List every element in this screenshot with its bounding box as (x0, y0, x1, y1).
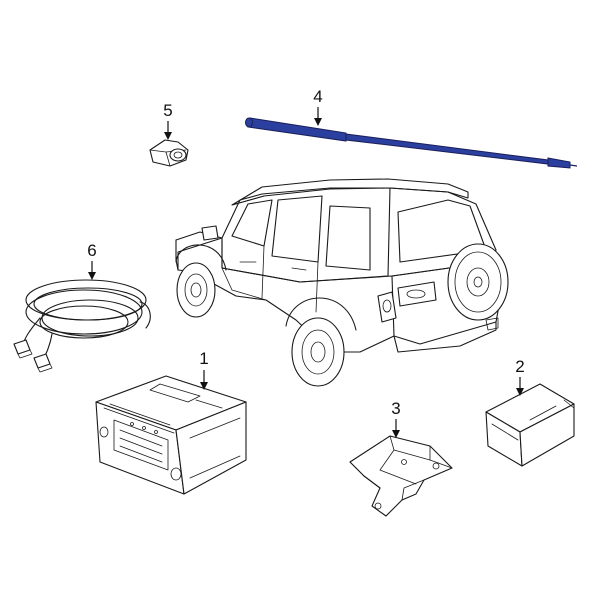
callout-label-6: 6 (87, 241, 96, 260)
callout-label-1: 1 (199, 349, 208, 368)
callout-4: 4 (313, 87, 323, 126)
callout-label-5: 5 (163, 101, 172, 120)
callout-3: 3 (391, 399, 401, 438)
callout-label-3: 3 (391, 399, 400, 418)
cable-harness-part[interactable] (13, 279, 151, 373)
callout-6: 6 (87, 241, 97, 280)
callout-label-4: 4 (313, 87, 322, 106)
radio-unit-part[interactable] (95, 375, 247, 495)
callout-2: 2 (515, 357, 525, 396)
callout-5: 5 (163, 101, 173, 140)
mounting-bracket-part[interactable] (349, 435, 453, 517)
callout-label-2: 2 (515, 357, 524, 376)
control-module-part[interactable] (485, 383, 575, 467)
callout-1: 1 (199, 349, 209, 390)
antenna-base-part[interactable] (149, 139, 189, 167)
vehicle-illustration (175, 178, 509, 387)
antenna-mast-part[interactable] (245, 117, 578, 169)
